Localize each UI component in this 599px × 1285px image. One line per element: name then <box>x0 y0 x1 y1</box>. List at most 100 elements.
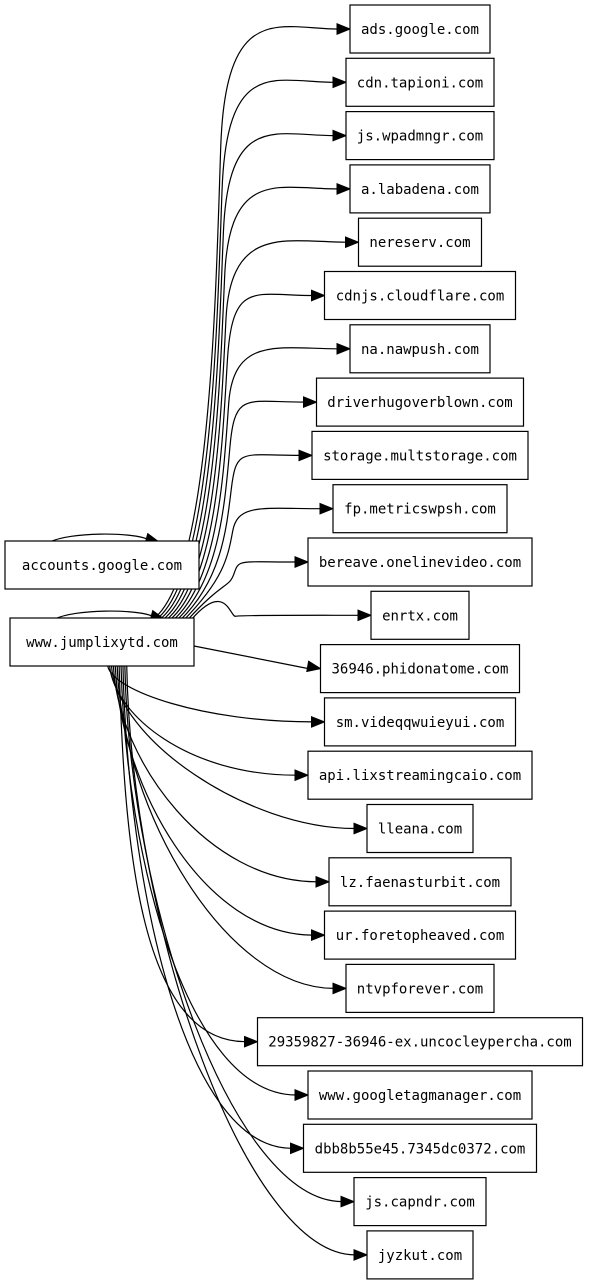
edge-jumplix-to-t23-arrowhead <box>353 1248 369 1261</box>
node-label: enrtx.com <box>382 608 458 624</box>
edge-jumplix-to-t5-arrowhead <box>311 289 326 302</box>
node-t8: storage.multstorage.com <box>311 430 529 480</box>
node-t18: ntvpforever.com <box>345 963 495 1014</box>
node-t11: enrtx.com <box>370 590 470 640</box>
edge-jumplix-to-t7-arrowhead <box>303 396 318 409</box>
node-t2: js.wpadmngr.com <box>345 110 495 161</box>
edge-jumplix-to-t13-arrowhead <box>311 715 326 728</box>
node-box <box>319 643 521 694</box>
node-label: accounts.google.com <box>22 558 182 574</box>
node-t10: bereave.onelinevideo.com <box>307 537 533 587</box>
node-layer: accounts.google.com www.jumplixytd.com ads… <box>4 4 584 1280</box>
edge-accounts-to-accounts <box>49 533 148 543</box>
node-t17: ur.foretopheaved.com <box>323 910 517 960</box>
edge-jumplix-to-t9 <box>183 507 322 621</box>
edge-jumplix-to-t3-arrowhead <box>336 182 352 195</box>
node-label: sm.videqqwuieyui.com <box>336 715 505 731</box>
edge-jumplix-to-t12 <box>193 645 309 670</box>
node-label: cdn.tapioni.com <box>357 75 483 91</box>
edge-jumplix-to-t6 <box>172 347 339 621</box>
edge-jumplix-to-t15-arrowhead <box>353 822 369 835</box>
node-label: cdnjs.cloudflare.com <box>336 289 505 305</box>
edge-jumplix-to-t12-arrowhead <box>306 660 322 673</box>
node-box <box>345 110 495 161</box>
node-label: js.wpadmngr.com <box>357 129 483 145</box>
node-t13: sm.videqqwuieyui.com <box>323 697 517 747</box>
node-box <box>357 217 483 267</box>
node-box <box>349 4 491 54</box>
node-box <box>366 1230 474 1280</box>
edge-jumplix-to-t22 <box>124 665 343 1203</box>
edge-jumplix-to-t11-arrowhead <box>357 609 373 622</box>
edge-jumplix-to-t19-arrowhead <box>244 1035 259 1048</box>
node-box <box>307 537 533 587</box>
edge-jumplix-to-t20-arrowhead <box>294 1089 310 1101</box>
node-box <box>366 803 474 854</box>
node-t1: cdn.tapioni.com <box>345 57 495 107</box>
edge-jumplix-to-t10-arrowhead <box>294 556 310 568</box>
edge-jumplix-to-t18-arrowhead <box>332 982 348 995</box>
edge-jumplix-to-t8-arrowhead <box>298 449 314 462</box>
node-t19: 29359827-36946-ex.uncocleypercha.com <box>256 1017 584 1067</box>
edge-jumplix-to-t14 <box>109 665 297 776</box>
node-box <box>332 484 508 534</box>
edge-jumplix-to-t21-arrowhead <box>290 1142 305 1155</box>
node-box <box>315 377 525 427</box>
node-jumplix: www.jumplixytd.com <box>9 617 195 667</box>
edge-jumplix-to-t14-arrowhead <box>294 769 310 782</box>
edge-jumplix-to-t16 <box>112 665 318 883</box>
edge-jumplix-to-t10 <box>187 561 297 621</box>
node-box <box>323 270 517 321</box>
node-label: 29359827-36946-ex.uncocleypercha.com <box>268 1035 571 1051</box>
node-box <box>345 963 495 1014</box>
node-label: a.labadena.com <box>361 182 479 198</box>
node-label: www.jumplixytd.com <box>26 635 178 651</box>
node-label: driverhugoverblown.com <box>327 395 512 411</box>
node-box <box>349 324 491 374</box>
edge-jumplix-to-t0-arrowhead <box>336 23 352 35</box>
node-box <box>256 1017 584 1067</box>
node-box <box>302 1123 538 1173</box>
node-t14: api.lixstreamingcaio.com <box>307 750 533 800</box>
node-label: api.lixstreamingcaio.com <box>319 768 521 784</box>
node-label: lz.faenasturbit.com <box>340 875 500 891</box>
node-label: 36946.phidonatome.com <box>331 662 508 678</box>
node-label: bereave.onelinevideo.com <box>319 555 521 571</box>
node-label: storage.multstorage.com <box>323 448 517 464</box>
node-box <box>328 857 512 907</box>
node-box <box>311 430 529 480</box>
node-label: jyzkut.com <box>378 1248 462 1264</box>
edge-jumplix-to-t21 <box>122 665 292 1149</box>
node-t6: na.nawpush.com <box>349 324 491 374</box>
edge-jumplix-to-t23 <box>126 665 356 1256</box>
node-label: lleana.com <box>378 822 462 838</box>
edge-jumplix-to-t9-arrowhead <box>319 502 335 515</box>
edge-jumplix-to-t16-arrowhead <box>315 875 331 888</box>
edge-jumplix-to-t22-arrowhead <box>340 1195 356 1208</box>
node-t3: a.labadena.com <box>349 164 491 214</box>
edge-jumplix-to-t13 <box>107 665 313 723</box>
edge-jumplix-to-t6-arrowhead <box>336 342 352 355</box>
node-t0: ads.google.com <box>349 4 491 54</box>
node-accounts: accounts.google.com <box>4 540 200 590</box>
node-label: ntvpforever.com <box>357 981 483 997</box>
node-box <box>307 1070 533 1120</box>
node-box <box>353 1176 487 1227</box>
node-t12: 36946.phidonatome.com <box>319 643 521 694</box>
edge-jumplix-to-t7 <box>176 400 305 621</box>
node-t7: driverhugoverblown.com <box>315 377 525 427</box>
node-t15: lleana.com <box>366 803 474 854</box>
node-box <box>370 590 470 640</box>
node-label: ads.google.com <box>361 22 479 38</box>
node-box <box>323 697 517 747</box>
node-box <box>323 910 517 960</box>
node-t16: lz.faenasturbit.com <box>328 857 512 907</box>
node-box <box>9 617 195 667</box>
node-t23: jyzkut.com <box>366 1230 474 1280</box>
edge-jumplix-to-t17-arrowhead <box>311 929 326 942</box>
edge-jumplix-to-t5 <box>169 293 313 621</box>
node-t5: cdnjs.cloudflare.com <box>323 270 517 321</box>
node-label: www.googletagmanager.com <box>319 1088 521 1104</box>
node-label: nereserv.com <box>369 235 470 251</box>
